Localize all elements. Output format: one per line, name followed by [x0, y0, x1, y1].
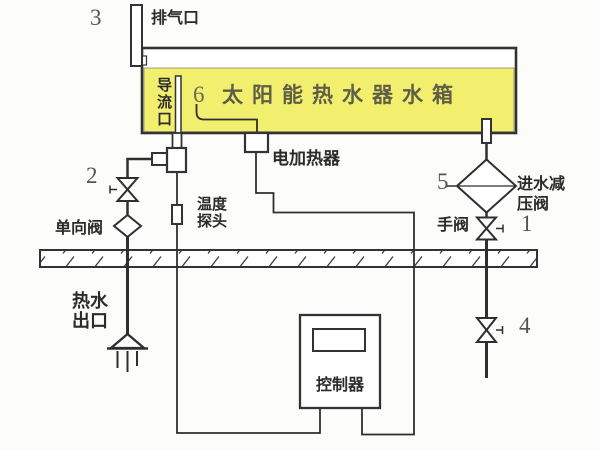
controller-label: 控制器: [315, 377, 364, 394]
electric-heater-box: [243, 131, 270, 154]
electric-heater-label: 电加热器: [272, 149, 340, 168]
probe-to-controller-wire: [176, 172, 321, 434]
pressure-valve-label-line2: 压阀: [517, 196, 550, 213]
tank-water-area: [143, 67, 515, 132]
hot-water-pipe: [126, 157, 152, 334]
check-valve-icon: [112, 213, 143, 239]
exhaust-port-label: 排气口: [151, 10, 200, 27]
hot-water-outlet-label-line2: 出口: [72, 311, 108, 332]
hand-valve-label: 手阀: [437, 217, 470, 234]
controller-display: [312, 328, 366, 352]
heater-element-lead: [195, 104, 258, 133]
label-number-3: 3: [90, 5, 102, 30]
controller-box: [298, 313, 382, 410]
hand-valve-icon: [474, 216, 504, 241]
pressure-valve-label: 进水减 压阀: [517, 175, 565, 215]
label-number-5: 5: [437, 169, 449, 194]
temp-probe-label-line1: 温度: [197, 196, 228, 213]
pressure-valve-label-line1: 进水减: [517, 176, 566, 193]
valve-2-icon: [109, 177, 140, 202]
tank-outlet-fitting: [151, 132, 188, 174]
heater-to-controller-wire: [255, 152, 415, 436]
hot-water-outlet-label-line1: 热水: [72, 291, 108, 311]
check-valve-label: 单向阀: [55, 220, 104, 237]
hot-water-outlet-label: 热水 出口: [72, 291, 108, 331]
label-number-6: 6: [193, 82, 205, 107]
flow-guide-tube: [174, 75, 182, 134]
pressure-reducing-valve-icon: [447, 158, 518, 214]
hot-water-outlet-icon: [107, 332, 148, 372]
label-number-4: 4: [519, 313, 531, 338]
drain-valve-icon: [474, 317, 504, 343]
temp-probe-label: 温度 探头: [197, 196, 228, 231]
label-number-2: 2: [86, 163, 98, 188]
label-number-1: 1: [521, 211, 533, 236]
temp-probe-label-line2: 探头: [197, 212, 228, 230]
temperature-probe-icon: [171, 204, 183, 225]
flow-guide-label: 导流口: [155, 77, 172, 128]
exhaust-pipe: [130, 4, 148, 67]
tank-title: 太阳能热水器水箱: [222, 84, 462, 107]
tank-inlet-stub: [481, 118, 492, 144]
wall-slab: [39, 249, 538, 268]
